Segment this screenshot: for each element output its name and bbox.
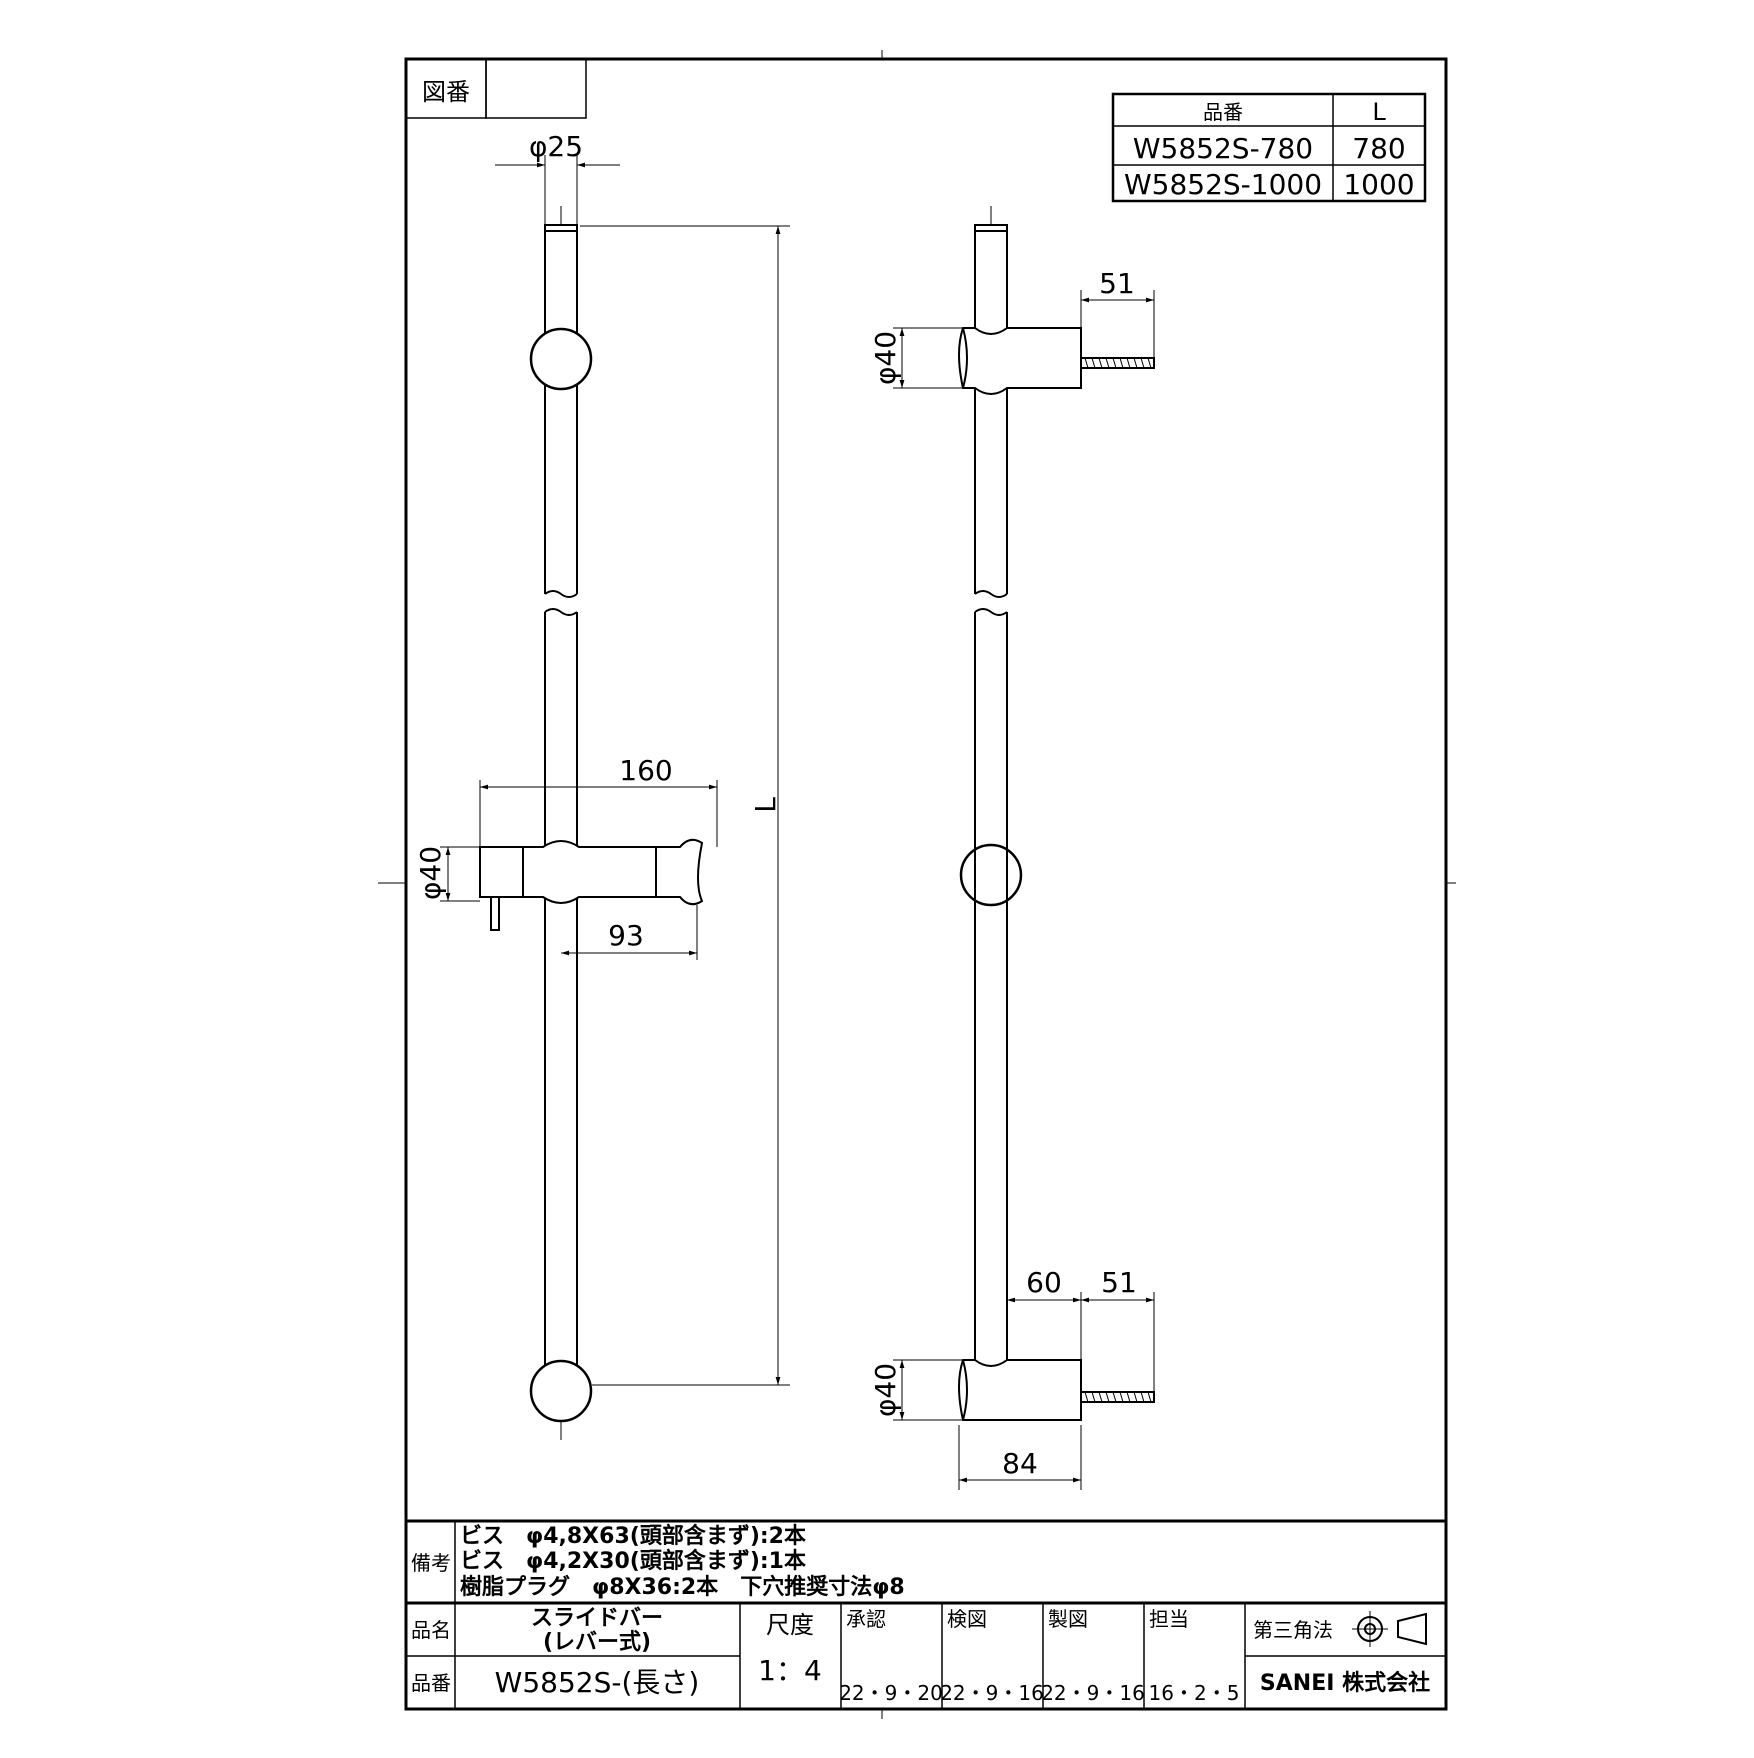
center-marks [378,50,1456,1719]
dim-label: 51 [1099,267,1135,300]
dim-upper-depth [1080,290,1155,358]
zuban-label: 図番 [422,78,470,106]
remark-line: ビス φ4,8X63(頭部含まず):2本 [460,1523,806,1549]
company-name: SANEI 株式会社 [1260,1670,1430,1696]
projection-label: 第三角法 [1253,1618,1333,1642]
lower-bracket [958,1359,1155,1421]
check-date: 22・9・16 [940,1681,1044,1705]
dim-holder-offset [561,905,698,960]
table-cell: W5852S-780 [1133,132,1313,165]
dim-label: 84 [1002,1447,1038,1480]
name-label: 品名 [411,1618,451,1642]
part-value: W5852S-(長さ) [495,1666,700,1699]
charge-date: 16・2・5 [1149,1681,1240,1705]
table-cell: 780 [1352,132,1405,165]
title-block [406,1519,1446,1709]
dim-label: 60 [1026,1266,1062,1299]
dim-lower-offset [1007,1292,1082,1360]
holder-front [479,838,704,931]
remarks-label: 備考 [411,1551,451,1575]
name-line2: (レバー式) [543,1630,651,1655]
variant-table: 品番 L W5852S-780 780 W5852S-1000 1000 [1111,92,1427,203]
dim-lower-depth [1081,1292,1155,1392]
dim-upper-diameter [893,327,963,389]
drawn-label: 製図 [1048,1607,1088,1631]
drawn-date: 22・9・16 [1041,1681,1145,1705]
zuban-box: 図番 [405,58,587,119]
name-line1: スライドバー [531,1606,663,1631]
upper-bracket [958,327,1155,395]
top-mount-disc [529,327,593,391]
approval-date: 22・9・20 [839,1681,943,1705]
check-label: 検図 [947,1607,987,1631]
side-view [893,206,1155,1490]
dim-length [580,225,790,1386]
table-cell: 1000 [1343,168,1414,201]
front-view [440,155,790,1440]
dim-holder-width [479,780,718,847]
remark-line: 樹脂プラグ φ8X36:2本 下穴推奨寸法φ8 [460,1574,905,1600]
remark-line: ビス φ4,2X30(頭部含まず):1本 [460,1548,806,1574]
table-header-part: 品番 [1203,100,1243,124]
table-header-l: L [1372,98,1386,126]
front-rod [544,206,578,1440]
dim-label: φ40 [414,846,447,900]
part-label: 品番 [411,1671,451,1695]
dim-label: φ40 [869,1363,902,1417]
dim-lower-diameter [893,1359,963,1421]
dim-label: φ40 [869,331,902,385]
dim-holder-diameter [440,846,480,902]
dim-label: 51 [1101,1266,1137,1299]
holder-side [959,843,1023,907]
third-angle-projection-icon [1352,1611,1427,1647]
table-cell: W5852S-1000 [1124,168,1322,201]
scale-value: 1：4 [758,1654,822,1687]
dim-label: φ25 [529,130,583,163]
scale-label: 尺度 [766,1611,814,1639]
bottom-mount-disc [529,1359,593,1423]
dim-top-diameter [495,155,620,225]
dim-lower-length [958,1425,1082,1490]
charge-label: 担当 [1149,1607,1189,1631]
dim-label: 160 [619,754,672,787]
dim-label: L [749,797,782,813]
approval-label: 承認 [846,1607,886,1631]
dim-label: 93 [608,919,644,952]
sheet-border [404,57,1448,1711]
side-rod [974,206,1008,1370]
